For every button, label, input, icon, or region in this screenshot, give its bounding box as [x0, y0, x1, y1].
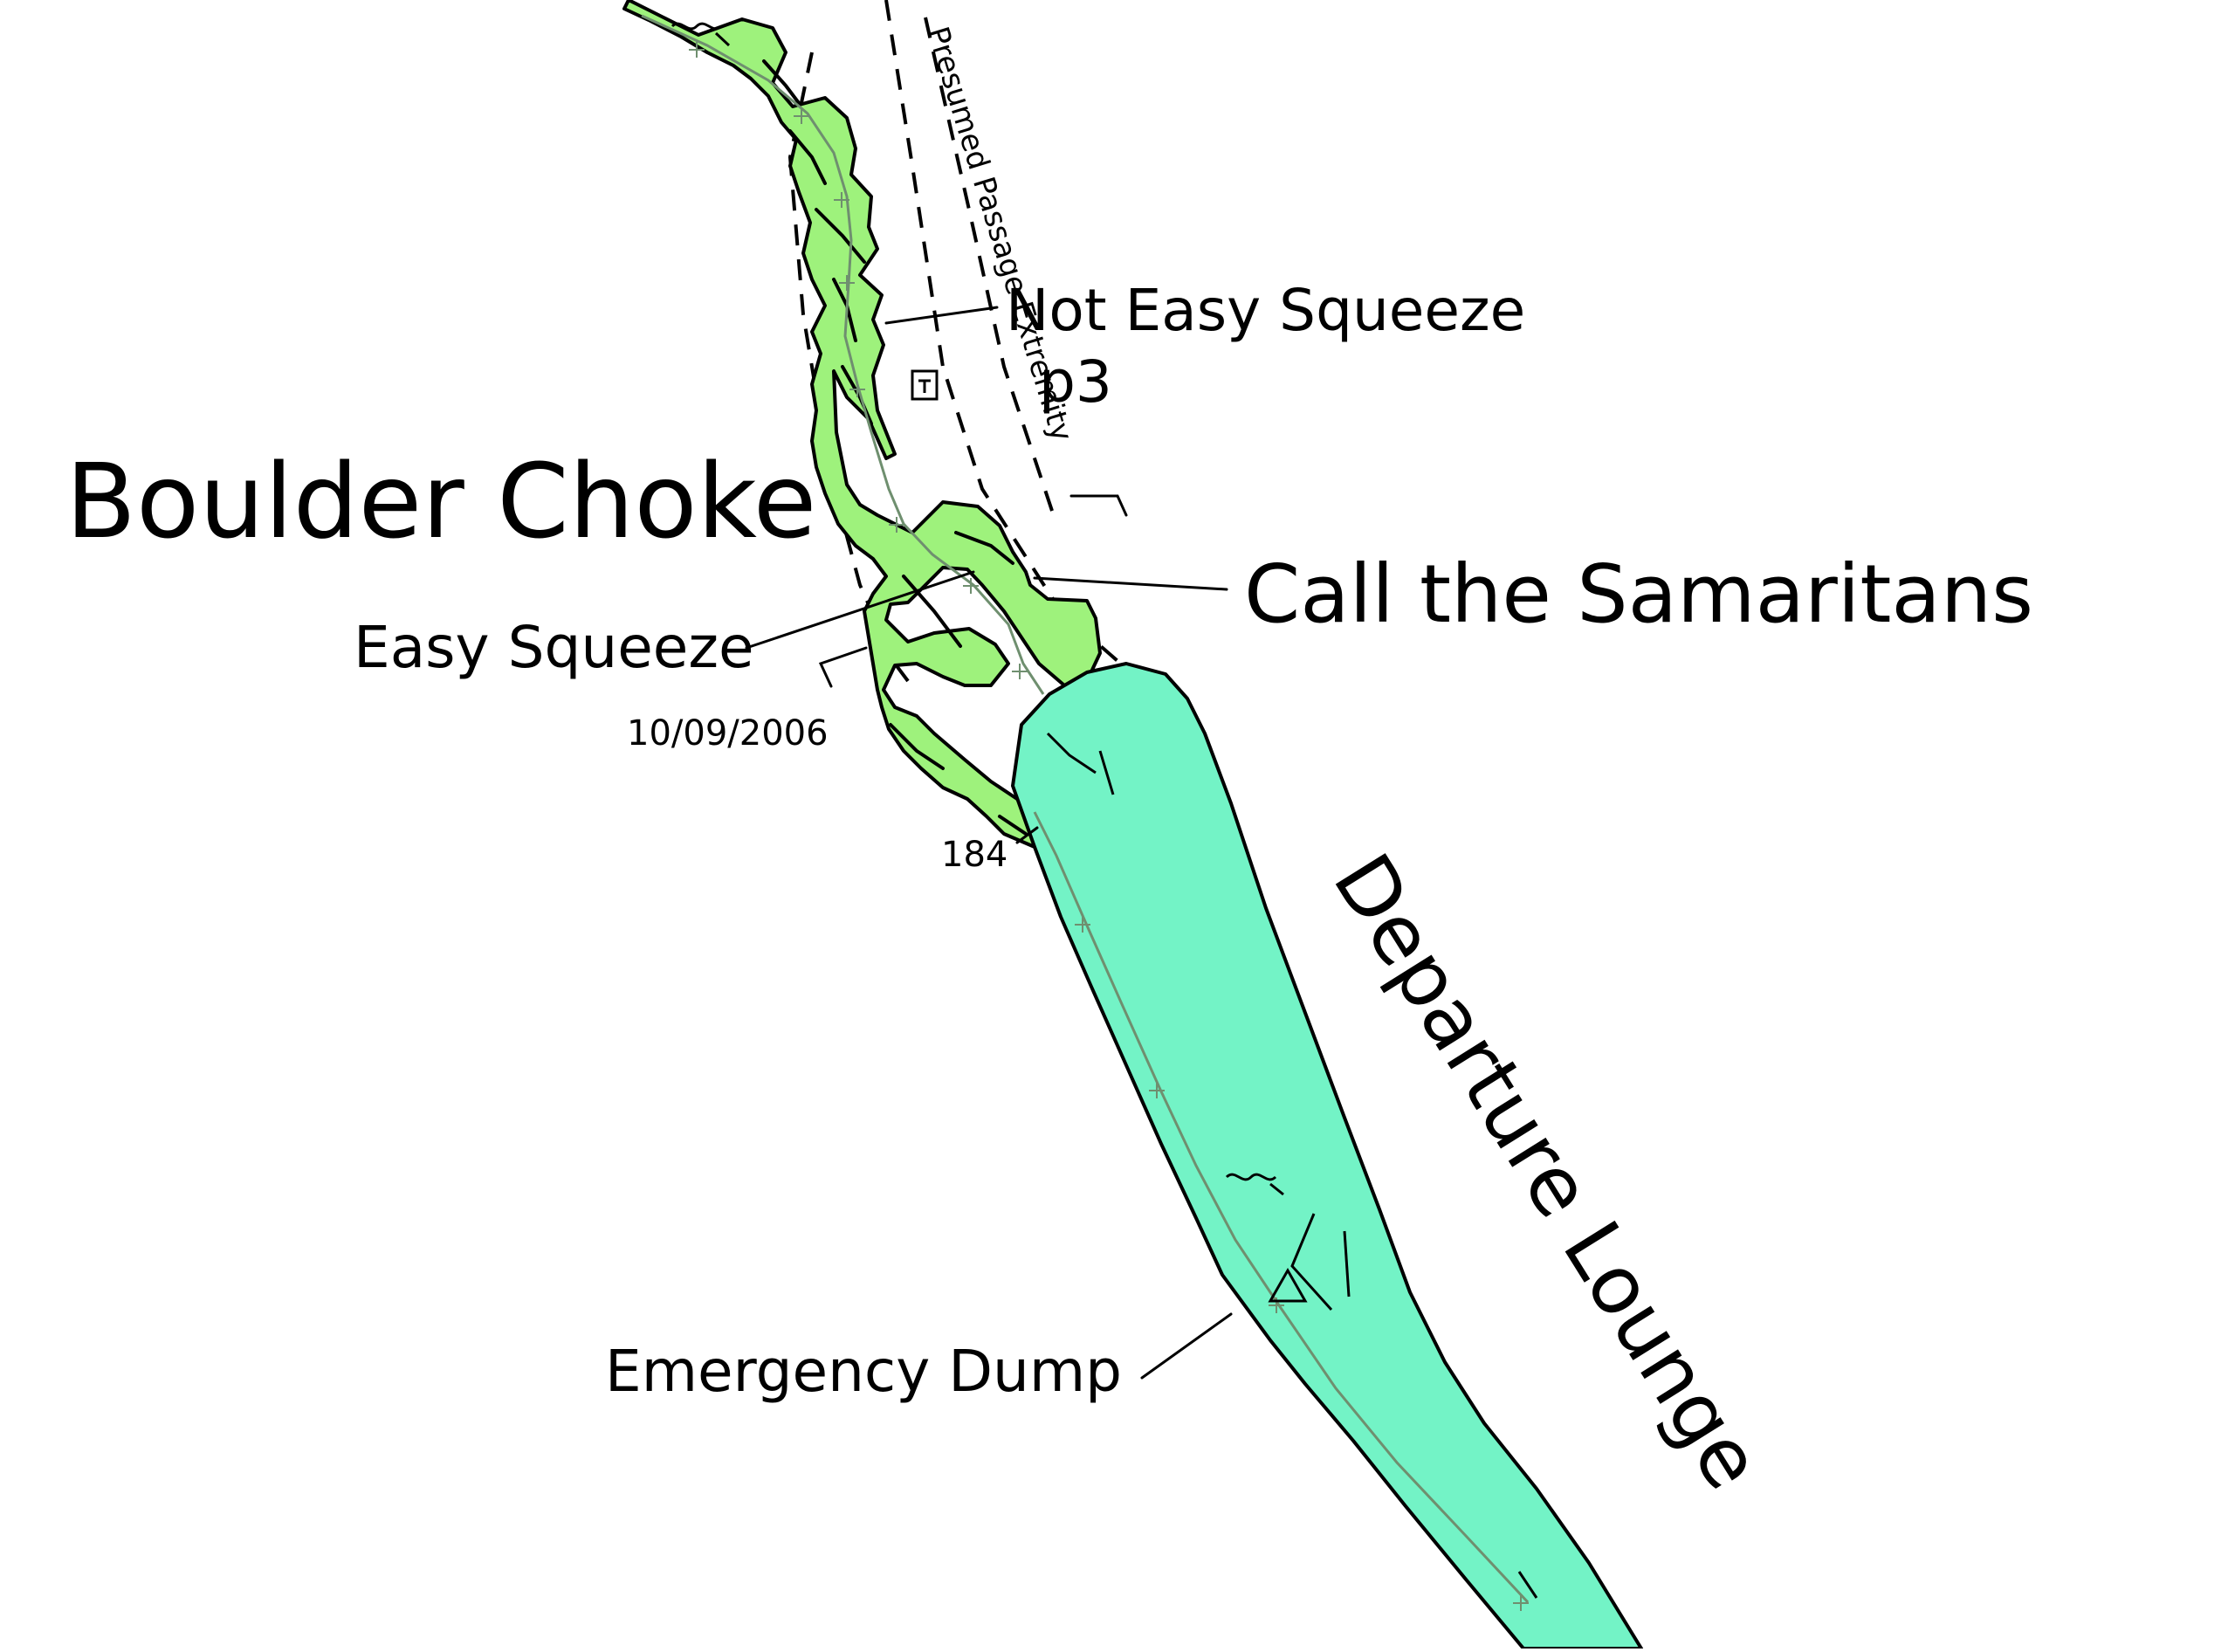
- easy-squeeze-label: Easy Squeeze: [354, 614, 754, 681]
- boulder-choke-label: Boulder Choke: [65, 441, 816, 561]
- not-easy-squeeze-label: Not Easy Squeeze: [1006, 277, 1525, 344]
- chamber-survey-details: [1046, 732, 1538, 1599]
- survey-station-marks: [689, 42, 1028, 679]
- station-184-label: 184: [941, 835, 1007, 875]
- passage-wall-details: [762, 59, 1028, 836]
- date-label: 10/09/2006: [627, 713, 829, 754]
- upper-passage-survey-line: [641, 14, 1045, 695]
- departure-lounge-survey-line: [1033, 811, 1530, 1604]
- water-flow-icon: [670, 22, 1284, 1196]
- call-the-samaritans-label: Call the Samaritans: [1244, 547, 2033, 641]
- p3-label: p3: [1039, 348, 1112, 416]
- dump-triangle-icon: [1268, 1267, 1308, 1303]
- departure-lounge-shape: [1011, 662, 1643, 1650]
- emergency-dump-label: Emergency Dump: [605, 1338, 1122, 1405]
- label-leader-lines: [745, 306, 1233, 1380]
- upper-passage-shape: [622, 0, 1102, 849]
- presumed-passage-extremity-label: Presumed Passage Extremity: [919, 23, 1079, 445]
- upper-passage: [622, 0, 1102, 849]
- departure-lounge-chamber: [1011, 662, 1643, 1650]
- pitch-icon: [911, 369, 939, 401]
